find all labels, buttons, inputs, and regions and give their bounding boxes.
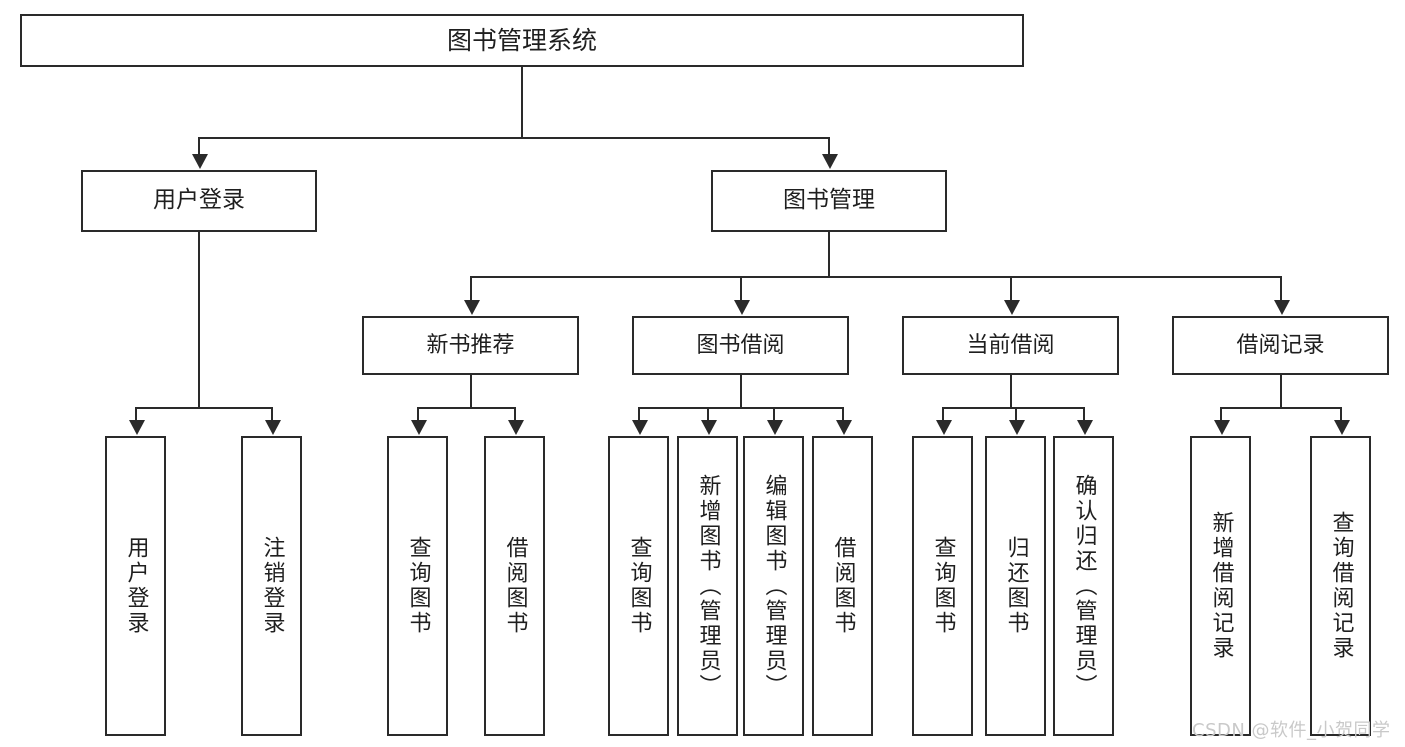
arrowhead-icon — [1008, 420, 1025, 435]
node-label: 新书推荐 — [426, 332, 515, 358]
leaf-node[interactable]: 确认归还（管理员） — [1053, 436, 1114, 736]
connector-line — [706, 407, 709, 422]
connector-line — [1014, 407, 1017, 422]
connector-line — [199, 137, 829, 139]
connector-line — [1279, 375, 1282, 407]
connector-line — [1219, 407, 1222, 422]
arrowhead-icon — [631, 420, 648, 435]
node-label: 用户登录 — [123, 536, 149, 636]
connector-line — [135, 407, 272, 409]
arrowhead-icon — [264, 420, 281, 435]
node-label: 注销登录 — [259, 536, 285, 636]
node-label: 确认归还（管理员） — [1071, 473, 1097, 699]
connector-line — [942, 407, 1084, 409]
connector-line — [1082, 407, 1085, 422]
node-label: 用户登录 — [153, 187, 245, 214]
node-book-management-system[interactable]: 图书管理系统 — [20, 14, 1024, 67]
node-label: 借阅图书 — [502, 536, 528, 636]
arrowhead-icon — [733, 300, 750, 315]
connector-line — [198, 137, 200, 156]
node-label: 查询借阅记录 — [1328, 511, 1354, 661]
leaf-node[interactable]: 借阅图书 — [484, 436, 545, 736]
arrowhead-icon — [1213, 420, 1230, 435]
leaf-node[interactable]: 新增借阅记录 — [1190, 436, 1251, 736]
node-borrowing-records[interactable]: 借阅记录 — [1172, 316, 1389, 375]
node-book-management[interactable]: 图书管理 — [711, 170, 947, 232]
connector-line — [470, 276, 1281, 278]
arrowhead-icon — [192, 154, 208, 169]
node-label: 图书管理 — [783, 187, 875, 214]
leaf-node[interactable]: 借阅图书 — [812, 436, 873, 736]
node-user-login[interactable]: 用户登录 — [81, 170, 317, 232]
leaf-node[interactable]: 注销登录 — [241, 436, 302, 736]
connector-line — [270, 407, 273, 422]
connector-line — [1009, 276, 1012, 302]
node-current-borrowing[interactable]: 当前借阅 — [902, 316, 1119, 375]
node-label: 查询图书 — [930, 536, 956, 636]
arrowhead-icon — [835, 420, 852, 435]
node-label: 编辑图书（管理员） — [761, 473, 787, 699]
node-label: 当前借阅 — [966, 332, 1055, 358]
connector-line — [637, 407, 640, 422]
leaf-node[interactable]: 用户登录 — [105, 436, 166, 736]
node-label: 查询图书 — [405, 536, 431, 636]
connector-line — [941, 407, 944, 422]
node-label: 借阅记录 — [1236, 332, 1325, 358]
connector-line — [1220, 407, 1341, 409]
connector-line — [417, 407, 515, 409]
connector-line — [828, 137, 830, 156]
leaf-node[interactable]: 查询图书 — [912, 436, 973, 736]
connector-line — [841, 407, 844, 422]
connector-line — [739, 276, 742, 302]
node-label: 新增图书（管理员） — [695, 473, 721, 699]
arrowhead-icon — [128, 420, 145, 435]
node-new-book-recommendation[interactable]: 新书推荐 — [362, 316, 579, 375]
leaf-node[interactable]: 查询图书 — [608, 436, 669, 736]
connector-line — [513, 407, 516, 422]
connector-line — [828, 232, 830, 276]
connector-line — [134, 407, 137, 422]
connector-line — [772, 407, 775, 422]
node-label: 借阅图书 — [830, 536, 856, 636]
node-label: 图书管理系统 — [446, 25, 597, 55]
connector-line — [1339, 407, 1342, 422]
connector-line — [1279, 276, 1282, 302]
leaf-node[interactable]: 新增图书（管理员） — [677, 436, 738, 736]
arrowhead-icon — [1003, 300, 1020, 315]
connector-line — [638, 407, 843, 409]
connector-line — [416, 407, 419, 422]
arrowhead-icon — [1333, 420, 1350, 435]
connector-line — [469, 375, 472, 407]
arrowhead-icon — [822, 154, 838, 169]
connector-line — [521, 67, 523, 137]
node-label: 新增借阅记录 — [1208, 511, 1234, 661]
leaf-node[interactable]: 编辑图书（管理员） — [743, 436, 804, 736]
node-book-borrowing[interactable]: 图书借阅 — [632, 316, 849, 375]
arrowhead-icon — [700, 420, 717, 435]
leaf-node[interactable]: 查询图书 — [387, 436, 448, 736]
connector-line — [469, 276, 472, 302]
node-label: 归还图书 — [1003, 536, 1029, 636]
arrowhead-icon — [463, 300, 480, 315]
arrowhead-icon — [410, 420, 427, 435]
connector-line — [1009, 375, 1012, 407]
leaf-node[interactable]: 查询借阅记录 — [1310, 436, 1371, 736]
arrowhead-icon — [1273, 300, 1290, 315]
arrowhead-icon — [507, 420, 524, 435]
connector-line — [198, 232, 200, 407]
node-label: 查询图书 — [626, 536, 652, 636]
connector-line — [739, 375, 742, 407]
arrowhead-icon — [1076, 420, 1093, 435]
arrowhead-icon — [935, 420, 952, 435]
leaf-node[interactable]: 归还图书 — [985, 436, 1046, 736]
node-label: 图书借阅 — [696, 332, 785, 358]
arrowhead-icon — [766, 420, 783, 435]
